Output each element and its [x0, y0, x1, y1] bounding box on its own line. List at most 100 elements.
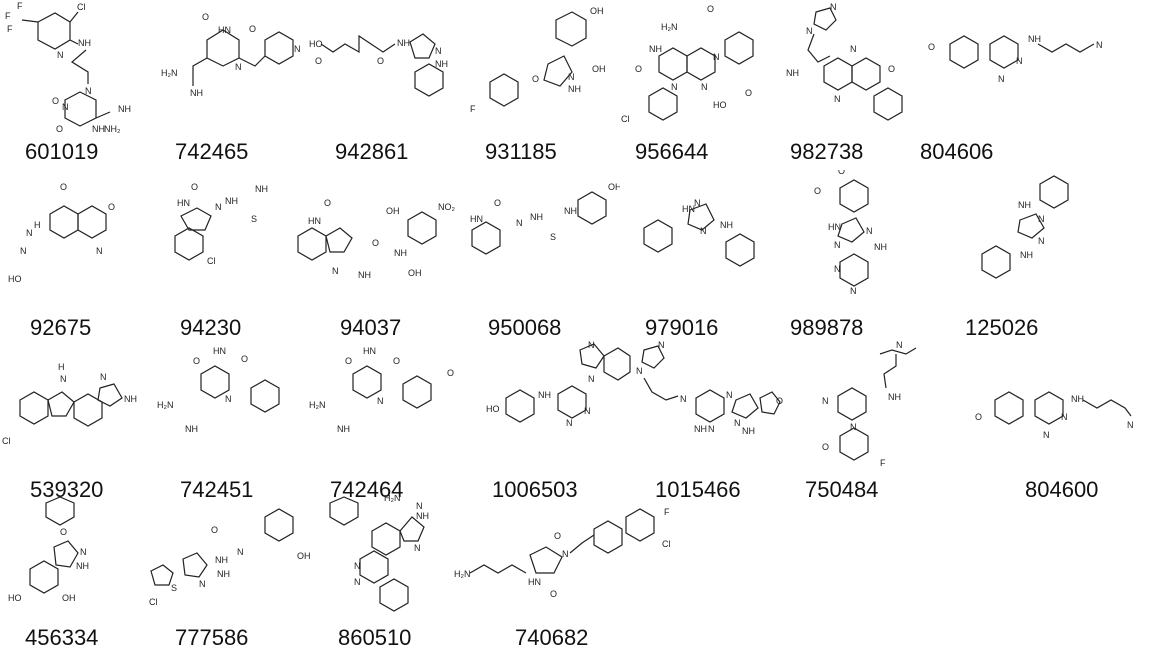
atom-label: HO [8, 274, 22, 284]
compound-id: 950068 [488, 315, 562, 340]
compound-id: 601019 [25, 139, 99, 164]
atom-label: O [928, 42, 935, 52]
atom-label: HN [363, 346, 376, 356]
compound-id: 92675 [30, 315, 92, 340]
atom-label: O [838, 170, 845, 176]
atom-label: H₂N [384, 495, 401, 503]
compound-id: 804600 [1025, 477, 1099, 502]
atom-label: N [726, 390, 733, 400]
atom-label: N [834, 240, 841, 250]
structure-777586: O N NH N NH S Cl OH [149, 508, 311, 607]
compound-id: 1006503 [492, 477, 578, 502]
structure-740682: H₂N O N HN O F Cl [454, 507, 671, 599]
atom-label: N [416, 501, 423, 511]
compound-742465: O HN O N H₂N NH N 742465 [155, 0, 305, 170]
atom-label: N [60, 374, 67, 384]
atom-label: H [58, 362, 65, 372]
atom-label: O [56, 124, 63, 134]
atom-label: N [1096, 40, 1103, 50]
atom-label: N [215, 202, 222, 212]
atom-label: S [550, 232, 556, 242]
compound-id: 982738 [790, 139, 864, 164]
structure-1006503: N N HO NH N N [486, 340, 631, 428]
atom-label: H₂N [309, 400, 326, 410]
atom-label: NH [337, 424, 350, 434]
atom-label: N [713, 52, 720, 62]
atom-label: Cl [662, 539, 671, 549]
atom-label: N [834, 264, 841, 274]
atom-label: OH [608, 182, 620, 192]
atom-label: NH [225, 196, 238, 206]
atom-label: O [193, 356, 200, 366]
compound-id: 750484 [805, 477, 879, 502]
atom-label: HN [213, 346, 226, 356]
atom-label: NH [217, 569, 230, 579]
structure-92675: O O H N N HO N [8, 182, 115, 284]
atom-label: NH [215, 555, 228, 565]
atom-label: NH [190, 88, 203, 98]
atom-label: N [658, 340, 665, 350]
atom-label: F [5, 11, 11, 21]
atom-label: O [324, 198, 331, 208]
atom-label: O [814, 186, 821, 196]
structure-125026: NH N N NH [981, 175, 1069, 279]
atom-label: NH [786, 68, 799, 78]
atom-label: N [584, 406, 591, 416]
atom-label: O [249, 24, 256, 34]
structure-956644: H₂N O NH O N N N HO O Cl [621, 4, 754, 124]
atom-label: NH [1071, 394, 1084, 404]
atom-label: O [315, 56, 322, 66]
atom-label: N [225, 394, 232, 404]
atom-label: Cl [149, 597, 158, 607]
compound-950068: O HN N NH NH S OH 950068 [460, 170, 620, 340]
compound-750484: N NH N N O F 750484 [800, 340, 960, 502]
structure-539320: H N N NH Cl [2, 362, 137, 446]
compound-id: 804606 [920, 139, 994, 164]
compound-982738: N N N NH N O 982738 [770, 0, 920, 170]
compound-979016: N N HN NH 979016 [620, 170, 770, 340]
atom-label: N [850, 422, 857, 432]
atom-label: NH [358, 270, 371, 280]
atom-label: H₂N [454, 569, 471, 579]
atom-label: S [171, 583, 177, 593]
atom-label: N [20, 246, 27, 256]
compound-id: 740682 [515, 625, 589, 650]
atom-label: NH [78, 38, 91, 48]
atom-label: OH [408, 268, 422, 278]
atom-label: F [7, 24, 13, 34]
compound-1015466: N N N NH N N N NH O 1015466 [630, 340, 790, 502]
atom-label: N [354, 561, 361, 571]
atom-label: O [202, 12, 209, 22]
atom-label: O [822, 442, 829, 452]
atom-label: N [850, 286, 857, 296]
atom-label: N [680, 394, 687, 404]
compound-804600: O NH N N N 804600 [955, 340, 1155, 502]
compound-id: 956644 [635, 139, 709, 164]
atom-label: NO₂ [438, 202, 456, 212]
atom-label: N [568, 72, 575, 82]
structure-950068: O HN N NH NH S OH [470, 182, 620, 255]
atom-label: NH [185, 424, 198, 434]
atom-label: NH [124, 394, 137, 404]
atom-label: NH [1018, 200, 1031, 210]
atom-label: O [494, 198, 501, 208]
structure-94037: O HN N NH O NO₂ OH NH OH [297, 198, 456, 280]
compound-931185: OH OH O F NH N 931185 [460, 0, 610, 170]
compound-989878: O O HN N N NH N N 989878 [770, 170, 920, 340]
atom-label: F [17, 1, 23, 11]
atom-label: N [896, 340, 903, 350]
atom-label: HO [309, 39, 323, 49]
atom-label: O [60, 527, 67, 537]
atom-label: N [62, 102, 69, 112]
atom-label: N [566, 418, 573, 428]
atom-label: NH [416, 511, 429, 521]
atom-label: O [191, 182, 198, 192]
atom-label: Cl [621, 114, 630, 124]
atom-label: NH [118, 104, 131, 114]
atom-label: O [377, 56, 384, 66]
structure-601019: F F F Cl N NH N O N O NH NH NH₂ [5, 1, 131, 134]
atom-label: O [393, 356, 400, 366]
atom-label: N [1016, 56, 1023, 66]
structure-989878: O O HN N N NH N N [814, 170, 887, 296]
atom-label: N [998, 74, 1005, 84]
